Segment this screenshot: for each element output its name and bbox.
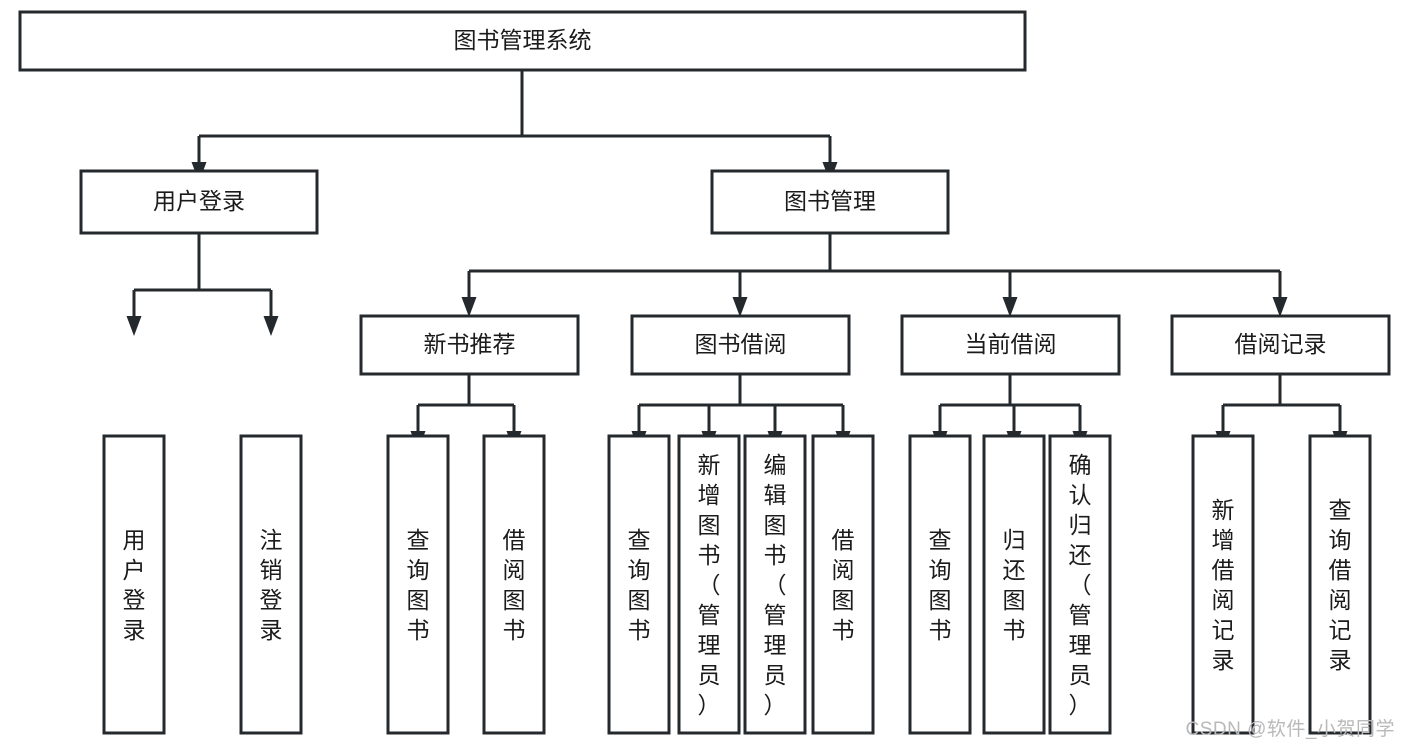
node-label-leaf-query-book-3: 查询图书 <box>929 527 952 643</box>
node-label-leaf-borrow-book-1: 借阅图书 <box>503 527 526 643</box>
node-box-new-book-rec[interactable] <box>359 314 580 376</box>
node-box-leaf-query-book-1[interactable] <box>386 434 450 735</box>
node-box-leaf-user-login[interactable] <box>102 434 166 735</box>
node-new-book-rec[interactable]: 新书推荐 <box>359 314 580 376</box>
node-box-book-borrow[interactable] <box>630 314 851 376</box>
edge-group-user-login-to-leaves <box>126 233 279 336</box>
node-current-borrow[interactable]: 当前借阅 <box>900 314 1121 376</box>
node-label-root: 图书管理系统 <box>454 27 592 53</box>
node-box-book-manage[interactable] <box>710 169 950 235</box>
node-label-leaf-edit-book: 编辑图书（管理员） <box>764 452 787 718</box>
node-label-leaf-logout: 注销登录 <box>260 527 283 643</box>
node-box-leaf-borrow-book-2[interactable] <box>811 434 875 735</box>
node-label-user-login: 用户登录 <box>153 188 245 214</box>
node-box-leaf-borrow-book-1[interactable] <box>482 434 546 735</box>
node-box-user-login[interactable] <box>79 169 319 235</box>
node-root[interactable]: 图书管理系统 <box>18 10 1027 72</box>
node-label-leaf-query-book-1: 查询图书 <box>407 527 430 643</box>
node-label-borrow-record: 借阅记录 <box>1235 331 1327 357</box>
node-leaf-confirm-return[interactable]: 确认归还（管理员） <box>1048 434 1112 735</box>
node-user-login[interactable]: 用户登录 <box>79 169 319 235</box>
node-box-leaf-query-book-2[interactable] <box>607 434 671 735</box>
node-book-manage[interactable]: 图书管理 <box>710 169 950 235</box>
node-label-leaf-confirm-return: 确认归还（管理员） <box>1069 452 1092 718</box>
nodes-layer: 图书管理系统用户登录图书管理新书推荐图书借阅当前借阅借阅记录用户登录注销登录查询… <box>18 10 1391 735</box>
node-label-leaf-user-login: 用户登录 <box>123 527 146 643</box>
edge-group-root-to-level2 <box>191 70 838 182</box>
node-leaf-add-book[interactable]: 新增图书（管理员） <box>677 434 741 735</box>
node-label-book-borrow: 图书借阅 <box>695 331 787 357</box>
node-box-leaf-query-book-3[interactable] <box>908 434 972 735</box>
node-label-book-manage: 图书管理 <box>784 188 876 214</box>
node-label-current-borrow: 当前借阅 <box>965 331 1057 357</box>
node-leaf-borrow-book-2[interactable]: 借阅图书 <box>811 434 875 735</box>
node-label-new-book-rec: 新书推荐 <box>424 331 516 357</box>
edge-group-book-manage-to-level3 <box>461 233 1288 317</box>
node-leaf-borrow-book-1[interactable]: 借阅图书 <box>482 434 546 735</box>
node-borrow-record[interactable]: 借阅记录 <box>1170 314 1391 376</box>
node-label-leaf-return-book: 归还图书 <box>1003 527 1026 643</box>
node-box-leaf-logout[interactable] <box>239 434 303 735</box>
node-box-leaf-confirm-return[interactable] <box>1048 434 1112 735</box>
node-book-borrow[interactable]: 图书借阅 <box>630 314 851 376</box>
node-leaf-add-record[interactable]: 新增借阅记录 <box>1191 434 1255 735</box>
node-leaf-user-login[interactable]: 用户登录 <box>102 434 166 735</box>
edges-layer <box>126 70 1348 451</box>
node-box-leaf-add-book[interactable] <box>677 434 741 735</box>
node-box-root[interactable] <box>18 10 1027 72</box>
node-box-borrow-record[interactable] <box>1170 314 1391 376</box>
node-leaf-query-book-1[interactable]: 查询图书 <box>386 434 450 735</box>
node-leaf-return-book[interactable]: 归还图书 <box>982 434 1046 735</box>
node-leaf-query-book-3[interactable]: 查询图书 <box>908 434 972 735</box>
node-leaf-query-book-2[interactable]: 查询图书 <box>607 434 671 735</box>
node-label-leaf-query-book-2: 查询图书 <box>628 527 651 643</box>
node-label-leaf-add-book: 新增图书（管理员） <box>698 452 721 718</box>
node-leaf-edit-book[interactable]: 编辑图书（管理员） <box>743 434 807 735</box>
node-leaf-logout[interactable]: 注销登录 <box>239 434 303 735</box>
node-box-current-borrow[interactable] <box>900 314 1121 376</box>
node-box-leaf-add-record[interactable] <box>1191 434 1255 735</box>
node-label-leaf-add-record: 新增借阅记录 <box>1212 497 1235 673</box>
node-box-leaf-query-record[interactable] <box>1308 434 1372 735</box>
node-box-leaf-edit-book[interactable] <box>743 434 807 735</box>
node-label-leaf-query-record: 查询借阅记录 <box>1329 497 1352 673</box>
node-label-leaf-borrow-book-2: 借阅图书 <box>832 527 855 643</box>
node-box-leaf-return-book[interactable] <box>982 434 1046 735</box>
node-leaf-query-record[interactable]: 查询借阅记录 <box>1308 434 1372 735</box>
